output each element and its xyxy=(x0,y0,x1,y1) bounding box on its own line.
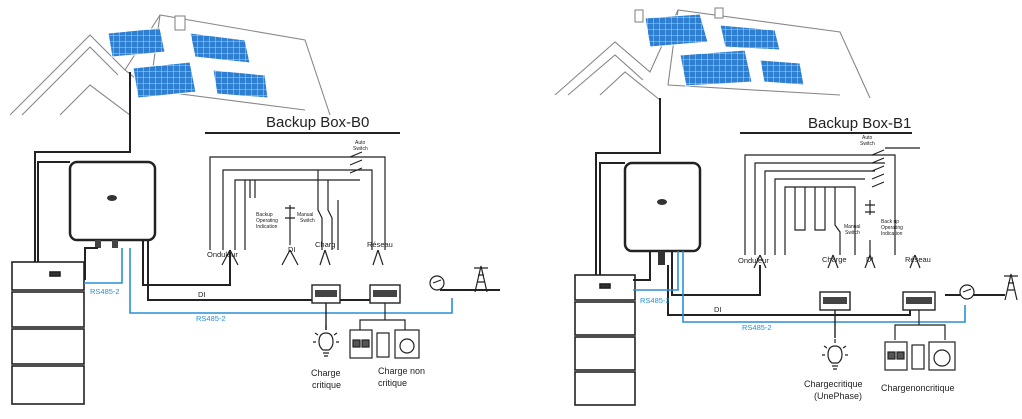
rs485-label-left-b: RS485-2 xyxy=(196,314,226,323)
grid-pylon-icon xyxy=(474,265,488,293)
inverter-left xyxy=(68,160,157,248)
noncritical-load-label-left-2: critique xyxy=(378,378,407,388)
onduleur-label-right: Onduleur xyxy=(738,256,769,265)
indicator-label-right-2: Operating xyxy=(881,225,903,231)
meter-icon xyxy=(959,284,975,300)
di-label-right: DI xyxy=(866,255,874,264)
lightbulb-icon xyxy=(313,326,339,357)
indicator-label-left-2: Operating xyxy=(256,218,278,224)
reseau-label-left: Réseau xyxy=(367,240,393,249)
brand-logo-icon xyxy=(657,199,667,205)
manual-switch-label-left-2: Switch xyxy=(300,218,315,224)
battery-right xyxy=(574,274,636,406)
auto-switch-label-right-1: Auto xyxy=(862,135,873,141)
noncritical-load-label-right: Chargenoncritique xyxy=(881,383,955,393)
rs485-left xyxy=(84,248,453,314)
backup-box-left xyxy=(209,151,386,266)
di-bottom-label-left: DI xyxy=(198,290,206,299)
lightbulb-icon xyxy=(822,339,848,370)
manual-switch-label-right-1: Manual xyxy=(844,224,860,230)
indicator-label-right-1: Back up xyxy=(881,219,899,225)
critical-load-label-right-1: Chargecritique xyxy=(804,379,863,389)
indicator-label-left-1: Backup xyxy=(256,212,273,218)
charg-label-left: Charg xyxy=(315,240,335,249)
di-label-left: DI xyxy=(288,245,296,254)
title-left: Backup Box-B0 xyxy=(266,114,369,131)
brand-logo-icon xyxy=(107,195,117,201)
charge-label-right: Charge xyxy=(822,255,847,264)
rs485-label-left-a: RS485-2 xyxy=(90,287,120,296)
rs485-right xyxy=(633,251,966,323)
onduleur-label-left: Onduleur xyxy=(207,250,238,259)
battery-left xyxy=(11,261,85,405)
auto-switch-label-left-1: Auto xyxy=(355,140,366,146)
indicator-label-right-3: Indication xyxy=(881,231,903,237)
load-panel-left-critical xyxy=(311,284,341,330)
load-panel-left-noncritical xyxy=(359,284,406,330)
indicator-label-left-3: Indication xyxy=(256,224,278,230)
load-panel-right-critical xyxy=(819,291,851,338)
load-panel-right-noncritical xyxy=(894,291,946,340)
rs485-label-right-a: RS485-2 xyxy=(640,296,670,305)
noncritical-load-label-left-1: Charge non xyxy=(378,366,425,376)
rs485-label-right-b: RS485-2 xyxy=(742,323,772,332)
reseau-label-right: Réseau xyxy=(905,255,931,264)
wiring-left xyxy=(34,72,500,301)
appliances-icon xyxy=(884,341,956,371)
grid-pylon-icon xyxy=(1004,273,1018,301)
di-bottom-label-right: DI xyxy=(714,305,722,314)
auto-switch-label-left-2: Switch xyxy=(353,146,368,152)
inverter-right xyxy=(623,161,702,265)
auto-switch-label-right-2: Switch xyxy=(860,141,875,147)
title-right: Backup Box-B1 xyxy=(808,115,911,132)
critical-load-label-left-2: critique xyxy=(312,380,341,390)
manual-switch-label-left-1: Manual xyxy=(297,212,313,218)
manual-switch-label-right-2: Switch xyxy=(845,230,860,236)
meter-icon xyxy=(429,275,445,291)
critical-load-label-right-2: (UnePhase) xyxy=(814,391,862,401)
critical-load-label-left-1: Charge xyxy=(311,368,341,378)
solar-panels-left xyxy=(107,27,269,99)
solar-panels-right xyxy=(644,13,805,87)
appliances-icon xyxy=(349,329,420,359)
backup-box-right xyxy=(744,147,921,269)
